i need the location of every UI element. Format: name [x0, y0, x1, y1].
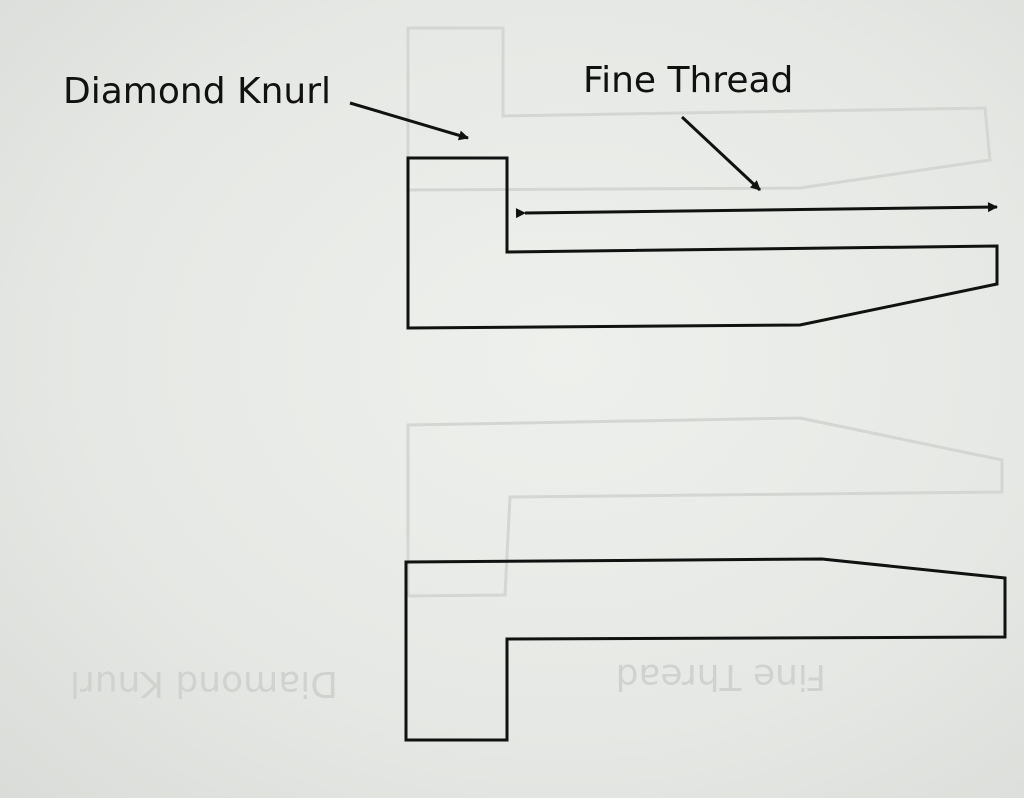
- ghost-label-knurl: Diamond Knurl: [70, 663, 338, 704]
- show-through-reverse-side: Diamond Knurl Fine Thread: [70, 26, 1004, 704]
- label-fine-thread: Fine Thread: [583, 60, 793, 101]
- ghost-outline-top: [406, 26, 992, 192]
- ghost-outline-bottom: [406, 416, 1004, 598]
- label-diamond-knurl: Diamond Knurl: [63, 71, 331, 112]
- knurl-leader-arrow: [349, 101, 469, 141]
- ghost-label-thread: Fine Thread: [616, 656, 826, 697]
- thread-extent-arrow: [515, 202, 998, 219]
- part-outline-bottom: [404, 557, 1007, 742]
- thread-leader-arrow: [680, 115, 762, 192]
- part-outline-top: [406, 156, 999, 330]
